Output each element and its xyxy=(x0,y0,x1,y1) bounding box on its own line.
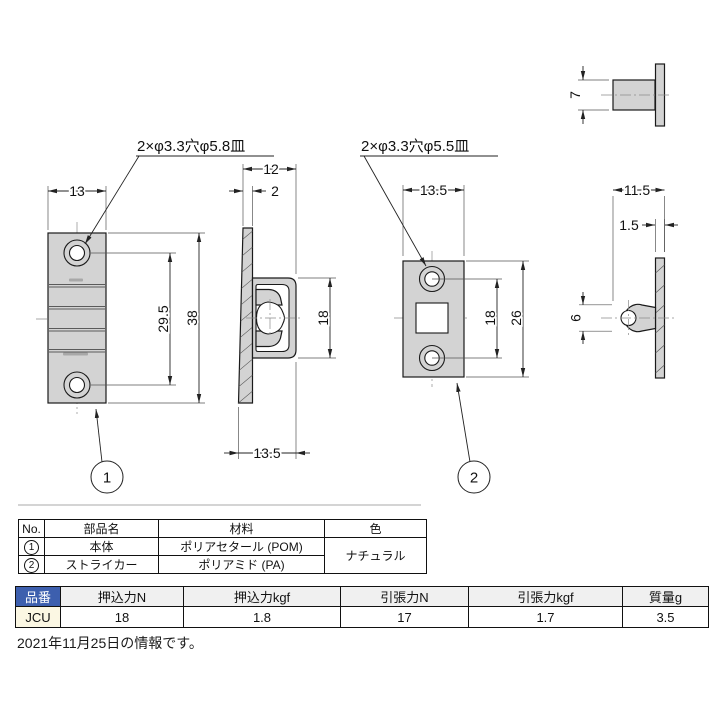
plate-hatching xyxy=(655,264,665,374)
circled-number-cell: 2 xyxy=(18,555,45,574)
molded-mark xyxy=(63,352,88,356)
col-header-pull-force-kgf: 引張力kgf xyxy=(468,586,623,607)
technical-drawing-svg: 13 29.5 38 2×φ3.3穴φ5.8皿 1 xyxy=(18,63,678,506)
col-header-material: 材料 xyxy=(158,519,325,538)
pull-force-n-cell: 17 xyxy=(340,606,469,628)
countersink-hole xyxy=(63,371,91,399)
circled-number-cell: 1 xyxy=(18,537,45,556)
dim-part2-hole-pitch: 18 xyxy=(482,310,498,326)
dim-part1-hole-pitch: 29.5 xyxy=(155,305,171,332)
dim-part1-depth: 12 xyxy=(263,161,279,177)
push-force-n-cell: 18 xyxy=(60,606,184,628)
parts-table-header-row: No. 部品名 材料 色 xyxy=(18,519,427,538)
part1-grooves xyxy=(49,284,105,353)
dim-part1-width: 13 xyxy=(69,183,85,199)
circled-number: 1 xyxy=(24,539,39,555)
hole-note-2: 2×φ3.3穴φ5.5皿 xyxy=(361,138,469,155)
part1-body xyxy=(47,232,107,404)
date-footnote: 2021年11月25日の情報です。 xyxy=(17,635,203,651)
catch-finger-lower xyxy=(255,330,283,348)
dim-part1-height: 38 xyxy=(184,310,200,326)
spec-table-data-row: JCU 18 1.8 17 1.7 3.5 xyxy=(15,606,709,628)
part1-front-view: 13 29.5 38 2×φ3.3穴φ5.8皿 1 xyxy=(36,138,274,494)
color-cell: ナチュラル xyxy=(324,537,427,574)
balloon-1 xyxy=(90,460,124,494)
dim-part2-ball: 6 xyxy=(568,314,584,322)
col-header-push-force-n: 押込力N xyxy=(60,586,184,607)
circled-number: 2 xyxy=(24,557,39,573)
dim-pin-height: 7 xyxy=(567,91,583,99)
dim-part2-plate-thickness: 1.5 xyxy=(619,217,639,233)
push-force-kgf-cell: 1.8 xyxy=(183,606,341,628)
square-hole xyxy=(415,302,449,334)
countersink-hole xyxy=(63,239,91,267)
material-cell: ポリアセタール (POM) xyxy=(158,537,325,556)
part-name-cell: ストライカー xyxy=(44,555,159,574)
dim-part2-width: 13.5 xyxy=(420,182,447,198)
dim-part1-body-height: 18 xyxy=(315,310,331,326)
parts-table: No. 部品名 材料 色 1 本体 ポリアセタール (POM) ナチュラル 2 … xyxy=(18,519,427,574)
table-row: 1 本体 ポリアセタール (POM) ナチュラル xyxy=(18,537,427,574)
balloon-1-number: 1 xyxy=(103,470,111,487)
part2-side-view: 6 11.5 1.5 xyxy=(566,180,678,379)
col-header-no: No. xyxy=(18,519,45,538)
balloon-2 xyxy=(457,460,491,494)
dim-part2-overall: 11.5 xyxy=(624,182,650,198)
dim-part1-flange-thickness: 2 xyxy=(271,183,279,199)
material-cell: ポリアミド (PA) xyxy=(158,555,325,574)
part-name-cell: 本体 xyxy=(44,537,159,556)
table-row: 2 ストライカー ポリアミド (PA) xyxy=(18,555,427,574)
hole-note-1: 2×φ3.3穴φ5.8皿 xyxy=(137,138,245,155)
col-header-push-force-kgf: 押込力kgf xyxy=(183,586,341,607)
col-header-color: 色 xyxy=(324,519,427,538)
mass-cell: 3.5 xyxy=(622,606,709,628)
dim-part1-overall-depth: 13.5 xyxy=(253,445,280,461)
stud-top-view: 7 xyxy=(565,63,672,127)
pull-force-kgf-cell: 1.7 xyxy=(468,606,623,628)
part1-side-view: 12 2 18 13.5 xyxy=(224,159,336,463)
col-header-part-name: 部品名 xyxy=(44,519,159,538)
col-header-part-number: 品番 xyxy=(15,586,61,607)
molded-mark xyxy=(69,278,83,282)
col-header-mass: 質量g xyxy=(622,586,709,607)
part-number-cell: JCU xyxy=(15,606,61,628)
spec-table-header-row: 品番 押込力N 押込力kgf 引張力N 引張力kgf 質量g xyxy=(15,586,709,607)
balloon-2-number: 2 xyxy=(470,470,478,487)
part2-front-view: 13.5 18 26 2×φ3.3穴φ5.5皿 2 xyxy=(360,138,529,494)
catch-finger-upper xyxy=(255,288,283,306)
dim-part2-height: 26 xyxy=(508,310,524,326)
col-header-pull-force-n: 引張力N xyxy=(340,586,469,607)
spec-table: 品番 押込力N 押込力kgf 引張力N 引張力kgf 質量g JCU 18 1.… xyxy=(15,586,709,628)
